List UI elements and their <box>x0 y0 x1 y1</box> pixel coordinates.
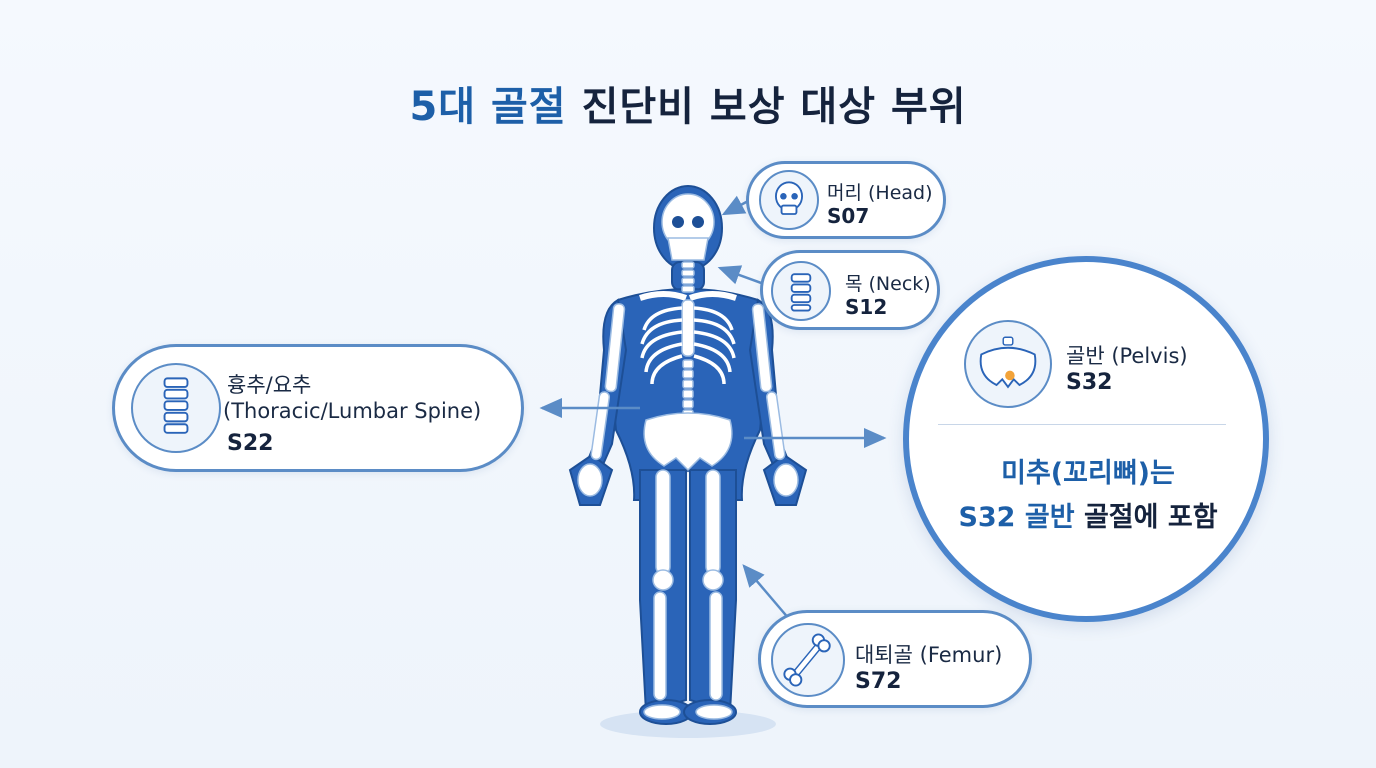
arrow-neck <box>717 265 765 286</box>
spine-icon <box>131 363 221 453</box>
head-label: 머리 (Head) <box>827 182 933 204</box>
femur-code: S72 <box>855 669 902 694</box>
connector-arrows <box>539 195 887 621</box>
bone-icon <box>771 623 845 697</box>
pelvis-icon <box>964 320 1052 408</box>
spine-label-line1: 흉추/요추 <box>227 373 312 397</box>
callout-spine: 흉추/요추 (Thoracic/Lumbar Spine) S22 <box>112 344 524 472</box>
title-highlight: 5대 골절 <box>409 84 567 130</box>
pelvis-code: S32 <box>1066 370 1113 395</box>
page-title: 5대 골절 진단비 보상 대상 부위 <box>0 74 1376 132</box>
coccyx-text: 미추(꼬리뼈)는 <box>1001 458 1175 489</box>
femur-label: 대퇴골 (Femur) <box>855 643 1003 667</box>
callout-pelvis <box>903 256 1269 622</box>
skull-icon <box>759 170 819 230</box>
spine-code: S22 <box>227 431 274 456</box>
pelvis-divider <box>938 424 1226 425</box>
callout-head: 머리 (Head) S07 <box>746 161 946 239</box>
pelvis-note-highlight: S32 골반 <box>958 502 1075 533</box>
head-code: S07 <box>827 204 870 228</box>
rib-cage <box>640 306 736 385</box>
pelvis-label: 골반 (Pelvis) <box>1066 344 1188 368</box>
pelvis-note-line1: 미추(꼬리뼈)는 <box>920 452 1256 496</box>
arrow-femur <box>742 564 791 621</box>
callout-neck: 목 (Neck) S12 <box>760 250 940 330</box>
callout-femur: 대퇴골 (Femur) S72 <box>758 610 1032 708</box>
cervical-spine-icon <box>771 261 831 321</box>
pelvis-note-rest: 골절에 포함 <box>1083 502 1218 533</box>
spine-label-line2: (Thoracic/Lumbar Spine) <box>223 399 482 423</box>
skull-eyes <box>672 216 704 228</box>
skeleton-bones <box>577 193 799 720</box>
pelvis-note-line2: S32 골반 골절에 포함 <box>920 496 1256 540</box>
neck-label: 목 (Neck) <box>845 273 931 295</box>
title-rest: 진단비 보상 대상 부위 <box>581 84 967 130</box>
pelvis-note: 미추(꼬리뼈)는 S32 골반 골절에 포함 <box>920 452 1256 540</box>
neck-code: S12 <box>845 295 888 319</box>
arrow-head <box>721 195 751 216</box>
